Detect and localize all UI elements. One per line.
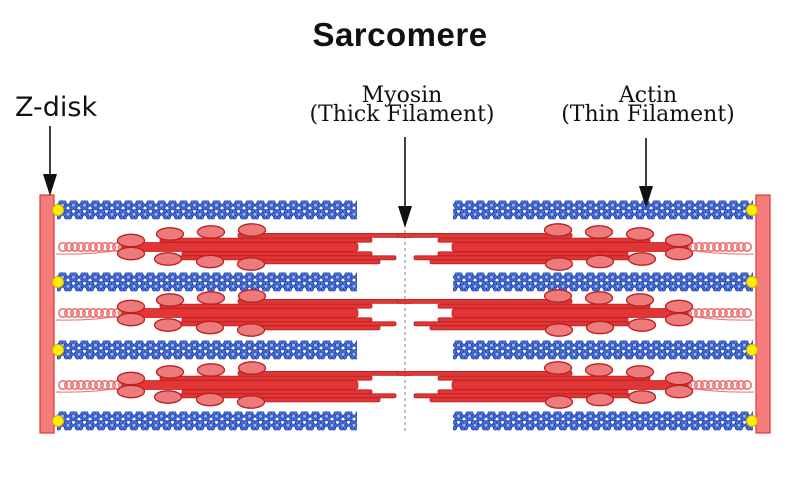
actin-thin-filament: [453, 411, 753, 431]
actin-thin-filament: [57, 411, 357, 431]
myosin-thick-filament: [55, 223, 414, 272]
actin-thin-filament: [453, 272, 753, 292]
actin-label-line1: Actin: [618, 83, 678, 108]
myosin-arrow-icon: [398, 137, 412, 228]
actin-thin-filament: [57, 272, 357, 292]
myosin-thick-filament: [396, 360, 755, 410]
myosin-thick-filament: [55, 288, 414, 338]
z-disk-arrow-icon: [43, 126, 57, 196]
actin-thin-filament: [57, 200, 357, 220]
right-z-disk: [755, 194, 771, 434]
myosin-thick-filament: [396, 288, 755, 338]
actin-thin-filament: [57, 340, 357, 360]
actin-label: Actin (Thin Filament): [498, 83, 798, 127]
myosin-thick-filaments-right: [396, 223, 755, 410]
myosin-label-line2: (Thick Filament): [309, 102, 495, 127]
z-disk-label: Z-disk: [15, 92, 98, 123]
myosin-thick-filament: [55, 360, 414, 410]
left-z-disk: [39, 194, 55, 434]
actin-label-line2: (Thin Filament): [561, 102, 735, 127]
actin-thin-filament: [453, 340, 753, 360]
actin-arrow-icon: [639, 138, 653, 208]
myosin-label: Myosin (Thick Filament): [252, 83, 552, 127]
actin-thin-filament: [453, 200, 753, 220]
myosin-label-line1: Myosin: [361, 83, 443, 108]
myosin-thick-filaments-left: [55, 223, 414, 410]
myosin-thick-filament: [396, 223, 755, 272]
actin-anchor-dots: [52, 204, 758, 427]
diagram-title: Sarcomere: [312, 16, 488, 53]
